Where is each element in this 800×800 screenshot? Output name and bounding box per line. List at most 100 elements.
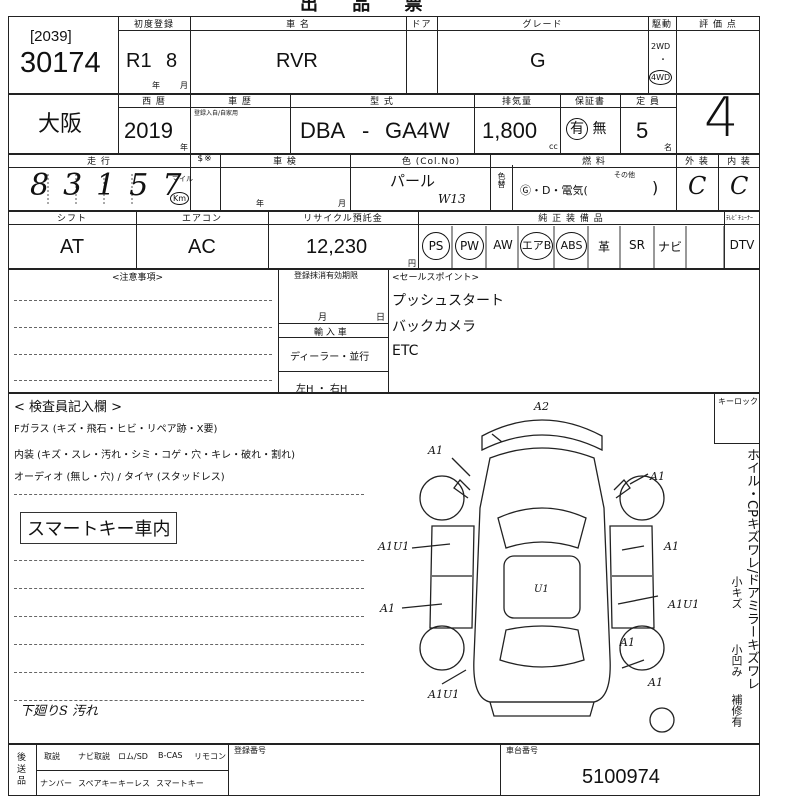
damage-mark-front-left: A1 xyxy=(428,444,443,457)
damage-mark-roof: U1 xyxy=(534,584,549,595)
drive-4wd: 4WD xyxy=(649,65,673,85)
fuel-other: その他 xyxy=(614,171,635,179)
key-lock-label: キーロック xyxy=(718,397,758,406)
vertical-repaired: 補修有 xyxy=(730,694,743,727)
fuel-options: Ⓖ・D・電気( xyxy=(520,184,588,197)
header-mileage: 走 行 xyxy=(87,157,111,167)
header-notes: <注意事項> xyxy=(112,273,164,283)
header-year: 西 暦 xyxy=(142,97,166,107)
header-color: 色 (Col.No) xyxy=(401,157,461,167)
after-items-bottom: ナンバー スペアキー キーレス スマートキー xyxy=(36,770,228,796)
equipment-ps: PS xyxy=(422,232,450,260)
model-year: 2019 xyxy=(124,118,173,143)
import-handle: 左H ・ 右H xyxy=(296,384,348,395)
sales-point-3: ETC xyxy=(392,343,419,359)
lot-number: 30174 xyxy=(20,47,101,79)
header-history: 車 歴 xyxy=(228,97,252,107)
unit-year: 年 xyxy=(152,81,160,90)
header-tv-tuner: ﾃﾚﾋﾞﾁｭｰﾅｰ xyxy=(726,215,754,222)
header-swap: $※ xyxy=(197,154,213,164)
expiry-day: 日 xyxy=(376,313,386,323)
model-code: GA4W xyxy=(385,118,450,143)
header-doors: ドア xyxy=(411,20,432,30)
damage-mark-left-door-front: A1U1 xyxy=(378,540,410,553)
after-item-bcas: B-CAS xyxy=(158,751,183,760)
equipment-navi: ナビ xyxy=(657,240,682,254)
damage-mark-right-rear: A1 xyxy=(620,636,635,649)
audio-tire-line: オーディオ (無し・穴) / タイヤ (スタッドレス) xyxy=(14,472,225,483)
drive-2wd: 2WD xyxy=(651,42,671,51)
mileage-value: 83157 xyxy=(30,168,196,203)
after-item-keyless: キーレス xyxy=(118,779,150,788)
warranty-yes: 有 xyxy=(566,118,588,140)
after-item-smart-key: スマートキー xyxy=(156,779,204,788)
aircon-type: AC xyxy=(188,236,216,258)
model-separator: - xyxy=(362,118,370,143)
registration-month: 8 xyxy=(166,50,178,72)
import-dealer: ディーラー・並行 xyxy=(290,352,370,363)
header-import: 輸 入 車 xyxy=(314,328,347,338)
equipment-airbag: エアB xyxy=(520,232,553,260)
header-displacement: 排気量 xyxy=(501,97,532,107)
header-equipment: 純 正 装 備 品 xyxy=(538,214,604,224)
after-item-plate: ナンバー xyxy=(40,779,72,788)
header-interior: 内 装 xyxy=(727,157,751,167)
interior-line: 内装 (キズ・スレ・汚れ・シミ・コゲ・穴・キレ・破れ・割れ) xyxy=(14,450,295,461)
evaluation-score: 4 xyxy=(704,86,739,149)
capacity: 5 xyxy=(636,118,649,143)
header-exterior: 外 装 xyxy=(685,157,709,167)
capacity-unit: 名 xyxy=(664,143,672,152)
shift-type: AT xyxy=(60,236,85,258)
form-frame xyxy=(8,16,760,796)
vertical-small-scratch: 小キズ xyxy=(730,576,743,609)
header-history-sub: 登録入自/自家用 xyxy=(194,110,239,117)
displacement-unit: cc xyxy=(549,142,558,151)
header-registration-number: 登録番号 xyxy=(234,746,266,755)
damage-mark-left-rear: A1U1 xyxy=(428,688,460,701)
equipment-pw: PW xyxy=(455,232,484,260)
after-items-top: 取説 ナビ取説 ロム/SD B-CAS リモコン xyxy=(36,743,228,770)
equipment-leather: 革 xyxy=(597,240,610,254)
exterior-grade: C xyxy=(688,172,707,200)
header-shift: シフト xyxy=(56,214,87,224)
header-aircon: エアコン xyxy=(181,214,222,224)
recycle-fee: 12,230 xyxy=(306,236,368,258)
after-item-rom-sd: ロム/SD xyxy=(118,752,148,761)
header-warranty: 保証書 xyxy=(574,97,605,107)
color-code: W13 xyxy=(438,192,466,206)
header-first-registration: 初度登録 xyxy=(133,20,174,30)
unit-mile: マイル xyxy=(172,175,193,183)
equipment-abs: ABS xyxy=(556,232,587,260)
damage-mark-front: A2 xyxy=(534,400,549,413)
color-change: 色替 xyxy=(497,172,506,188)
header-grade: グレード xyxy=(522,20,563,30)
recycle-yen: 円 xyxy=(408,259,416,268)
lot-number-small: [2039] xyxy=(30,28,72,45)
vertical-small-dent: 小凹み xyxy=(730,644,743,677)
header-chassis-number: 車台番号 xyxy=(506,746,538,755)
damage-mark-right-door-front: A1 xyxy=(664,540,679,553)
registration-era: R1 xyxy=(126,50,152,72)
chassis-number: 5100974 xyxy=(582,766,660,788)
header-reg-expiry: 登録抹消有効期限 xyxy=(294,271,358,280)
key-lock-box xyxy=(714,392,760,444)
region: 大阪 xyxy=(38,111,83,136)
drive-dot: ・ xyxy=(659,55,667,64)
warranty-no: 無 xyxy=(592,121,607,137)
equipment-sunroof: SR xyxy=(629,238,645,252)
header-drive: 駆動 xyxy=(651,20,672,30)
header-capacity: 定 員 xyxy=(636,97,660,107)
header-fuel: 燃 料 xyxy=(582,157,606,167)
inspection-year-unit: 年 xyxy=(256,199,264,208)
sales-point-2: バックカメラ xyxy=(392,319,476,335)
after-item-navi-manual: ナビ取説 xyxy=(78,752,110,761)
after-item-remote: リモコン xyxy=(194,752,226,761)
expiry-month: 月 xyxy=(318,313,328,323)
damage-mark-front-right: A1 xyxy=(650,470,665,483)
damage-mark-right-door-rear: A1U1 xyxy=(668,598,700,611)
header-sales-points: <セールスポイント> xyxy=(392,273,480,283)
header-inspection: 車 検 xyxy=(273,157,297,167)
mileage-boxes xyxy=(22,172,182,212)
sales-point-1: プッシュスタート xyxy=(392,293,504,309)
header-car-name: 車 名 xyxy=(286,20,310,30)
